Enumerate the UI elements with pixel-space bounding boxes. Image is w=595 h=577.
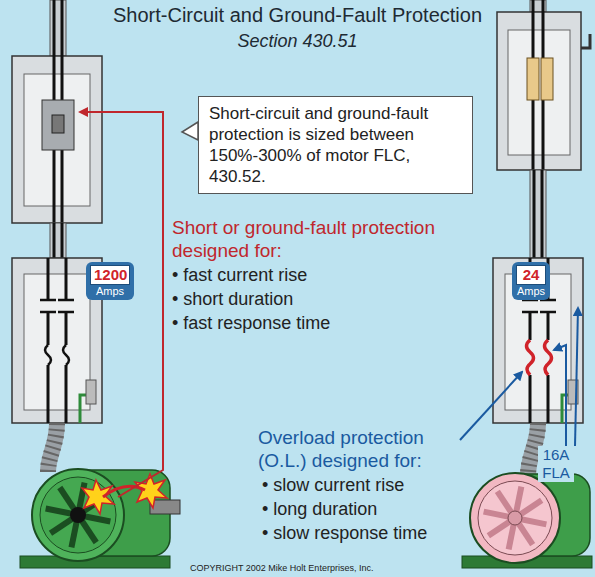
leader-line: [80, 112, 163, 497]
subtitle: Section 430.51: [0, 30, 595, 52]
ammeter-reading: 1200: [90, 265, 130, 285]
bullet-item: • short duration: [172, 288, 462, 310]
bullet-item: • fast current rise: [172, 264, 462, 286]
callout-text: Short-circuit and ground-fault protectio…: [209, 103, 462, 187]
copyright-caption: COPYRIGHT 2002 Mike Holt Enterprises, In…: [190, 563, 373, 573]
ammeter-tag: 24Amps: [512, 262, 550, 300]
conduit: [530, 170, 546, 258]
callout-pointer: [182, 122, 198, 140]
ammeter-tag: 1200Amps: [86, 262, 134, 300]
fla-label: 16A FLA: [538, 446, 574, 482]
overload-heater: [527, 340, 552, 375]
callout-box: Short-circuit and ground-fault protectio…: [198, 96, 473, 194]
title: Short-Circuit and Ground-Fault Protectio…: [0, 4, 595, 27]
fused-disconnect: [497, 0, 590, 170]
leader-line: [554, 345, 566, 446]
note-heading: Overload protection (O.L.) designed for:: [258, 426, 463, 472]
ammeter-reading: 24: [516, 265, 546, 285]
bullet-item: • fast response time: [172, 312, 462, 334]
ammeter-unit: Amps: [90, 285, 130, 298]
bullet-item: • slow response time: [262, 522, 462, 544]
leader-line: [575, 308, 578, 446]
motor: [20, 469, 180, 568]
leader-line: [460, 372, 522, 440]
motor: [462, 473, 592, 568]
ammeter-unit: Amps: [516, 285, 546, 298]
conduit: [50, 223, 66, 258]
bullet-item: • slow current rise: [262, 474, 462, 496]
note-heading: Short or ground-fault protection designe…: [172, 216, 472, 262]
bullet-item: • long duration: [262, 498, 462, 520]
flexible-conduit: [48, 423, 57, 472]
motor-controller: [493, 258, 583, 423]
